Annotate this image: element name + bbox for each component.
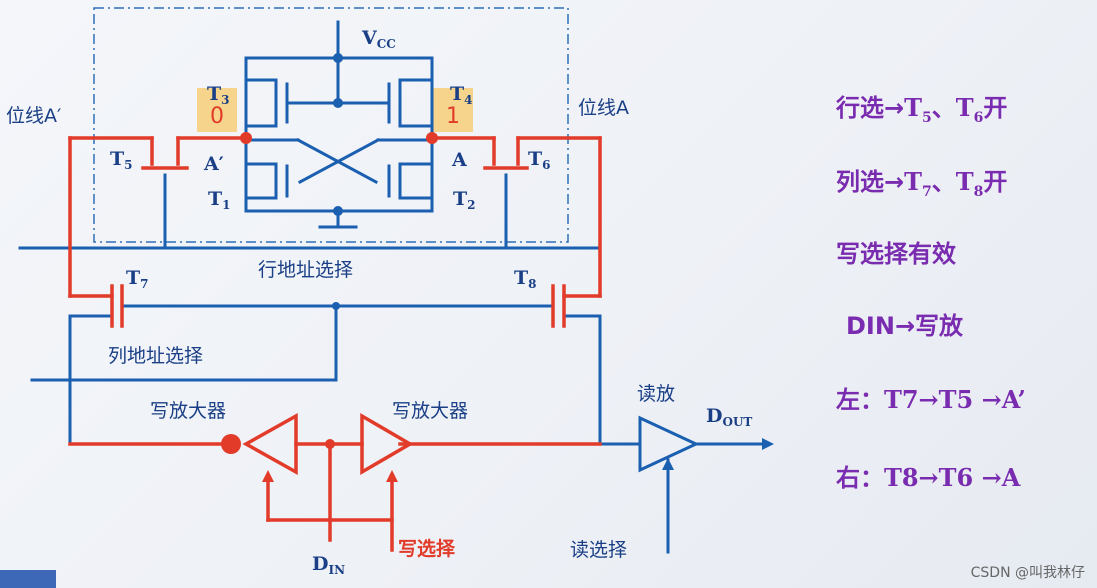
t8-label: T <box>514 267 528 289</box>
vcc-sub: CC <box>377 37 396 51</box>
t2-label: T <box>453 188 467 210</box>
write-select-label: 写选择 <box>398 538 456 560</box>
step-row-select: 行选→T5、T6开 <box>836 93 1008 126</box>
read-amp-label: 读放 <box>637 383 675 405</box>
node-left-label: A′ <box>203 153 224 175</box>
svg-text:DOUT: DOUT <box>706 405 752 429</box>
red-data-path <box>68 136 602 552</box>
value-right: 1 <box>446 104 460 129</box>
node-right-label: A <box>451 149 467 171</box>
t4-highlight <box>433 88 473 132</box>
step-right-path: 右：T8→T6 →A <box>836 463 1021 492</box>
svg-text:T3: T3 <box>207 83 230 107</box>
corner-tab <box>0 570 56 588</box>
vcc-label: V <box>361 27 378 49</box>
svg-text:T5: T5 <box>110 148 133 172</box>
row-select-label: 行地址选择 <box>258 259 353 281</box>
step-din: DIN→写放 <box>846 312 964 340</box>
bitline-left-label: 位线A′ <box>6 105 61 127</box>
t3-highlight <box>197 88 237 132</box>
t5-label: T <box>110 148 124 170</box>
t1-label: T <box>208 188 222 210</box>
svg-text:DIN: DIN <box>312 553 345 577</box>
write-amp-right-label: 写放大器 <box>392 400 468 422</box>
svg-text:T4: T4 <box>450 83 473 107</box>
step-left-path: 左：T7→T5 →A’ <box>836 385 1026 414</box>
watermark: CSDN @叫我林仔 <box>970 565 1085 581</box>
value-left: 0 <box>210 104 224 129</box>
cell-boundary <box>93 7 569 243</box>
svg-text:T1: T1 <box>208 188 231 212</box>
step-col-select: 列选→T7、T8开 <box>836 167 1008 200</box>
read-select-label: 读选择 <box>570 539 627 561</box>
write-amp-left-label: 写放大器 <box>150 400 226 422</box>
t7-label: T <box>126 267 140 289</box>
step-write-enable: 写选择有效 <box>836 240 956 268</box>
svg-text:T6: T6 <box>528 148 551 172</box>
t6-label: T <box>528 148 542 170</box>
col-select-label: 列地址选择 <box>108 345 203 367</box>
blue-cell-wiring <box>18 20 764 554</box>
bitline-right-label: 位线A <box>578 97 629 119</box>
t3-label: T <box>207 83 221 105</box>
dout-label: D <box>706 405 722 427</box>
din-label: D <box>312 553 328 575</box>
svg-text:T7: T7 <box>126 267 149 291</box>
svg-text:VCC: VCC <box>361 27 396 51</box>
svg-text:T8: T8 <box>514 267 537 291</box>
svg-text:T2: T2 <box>453 188 476 212</box>
t4-label: T <box>450 83 464 105</box>
